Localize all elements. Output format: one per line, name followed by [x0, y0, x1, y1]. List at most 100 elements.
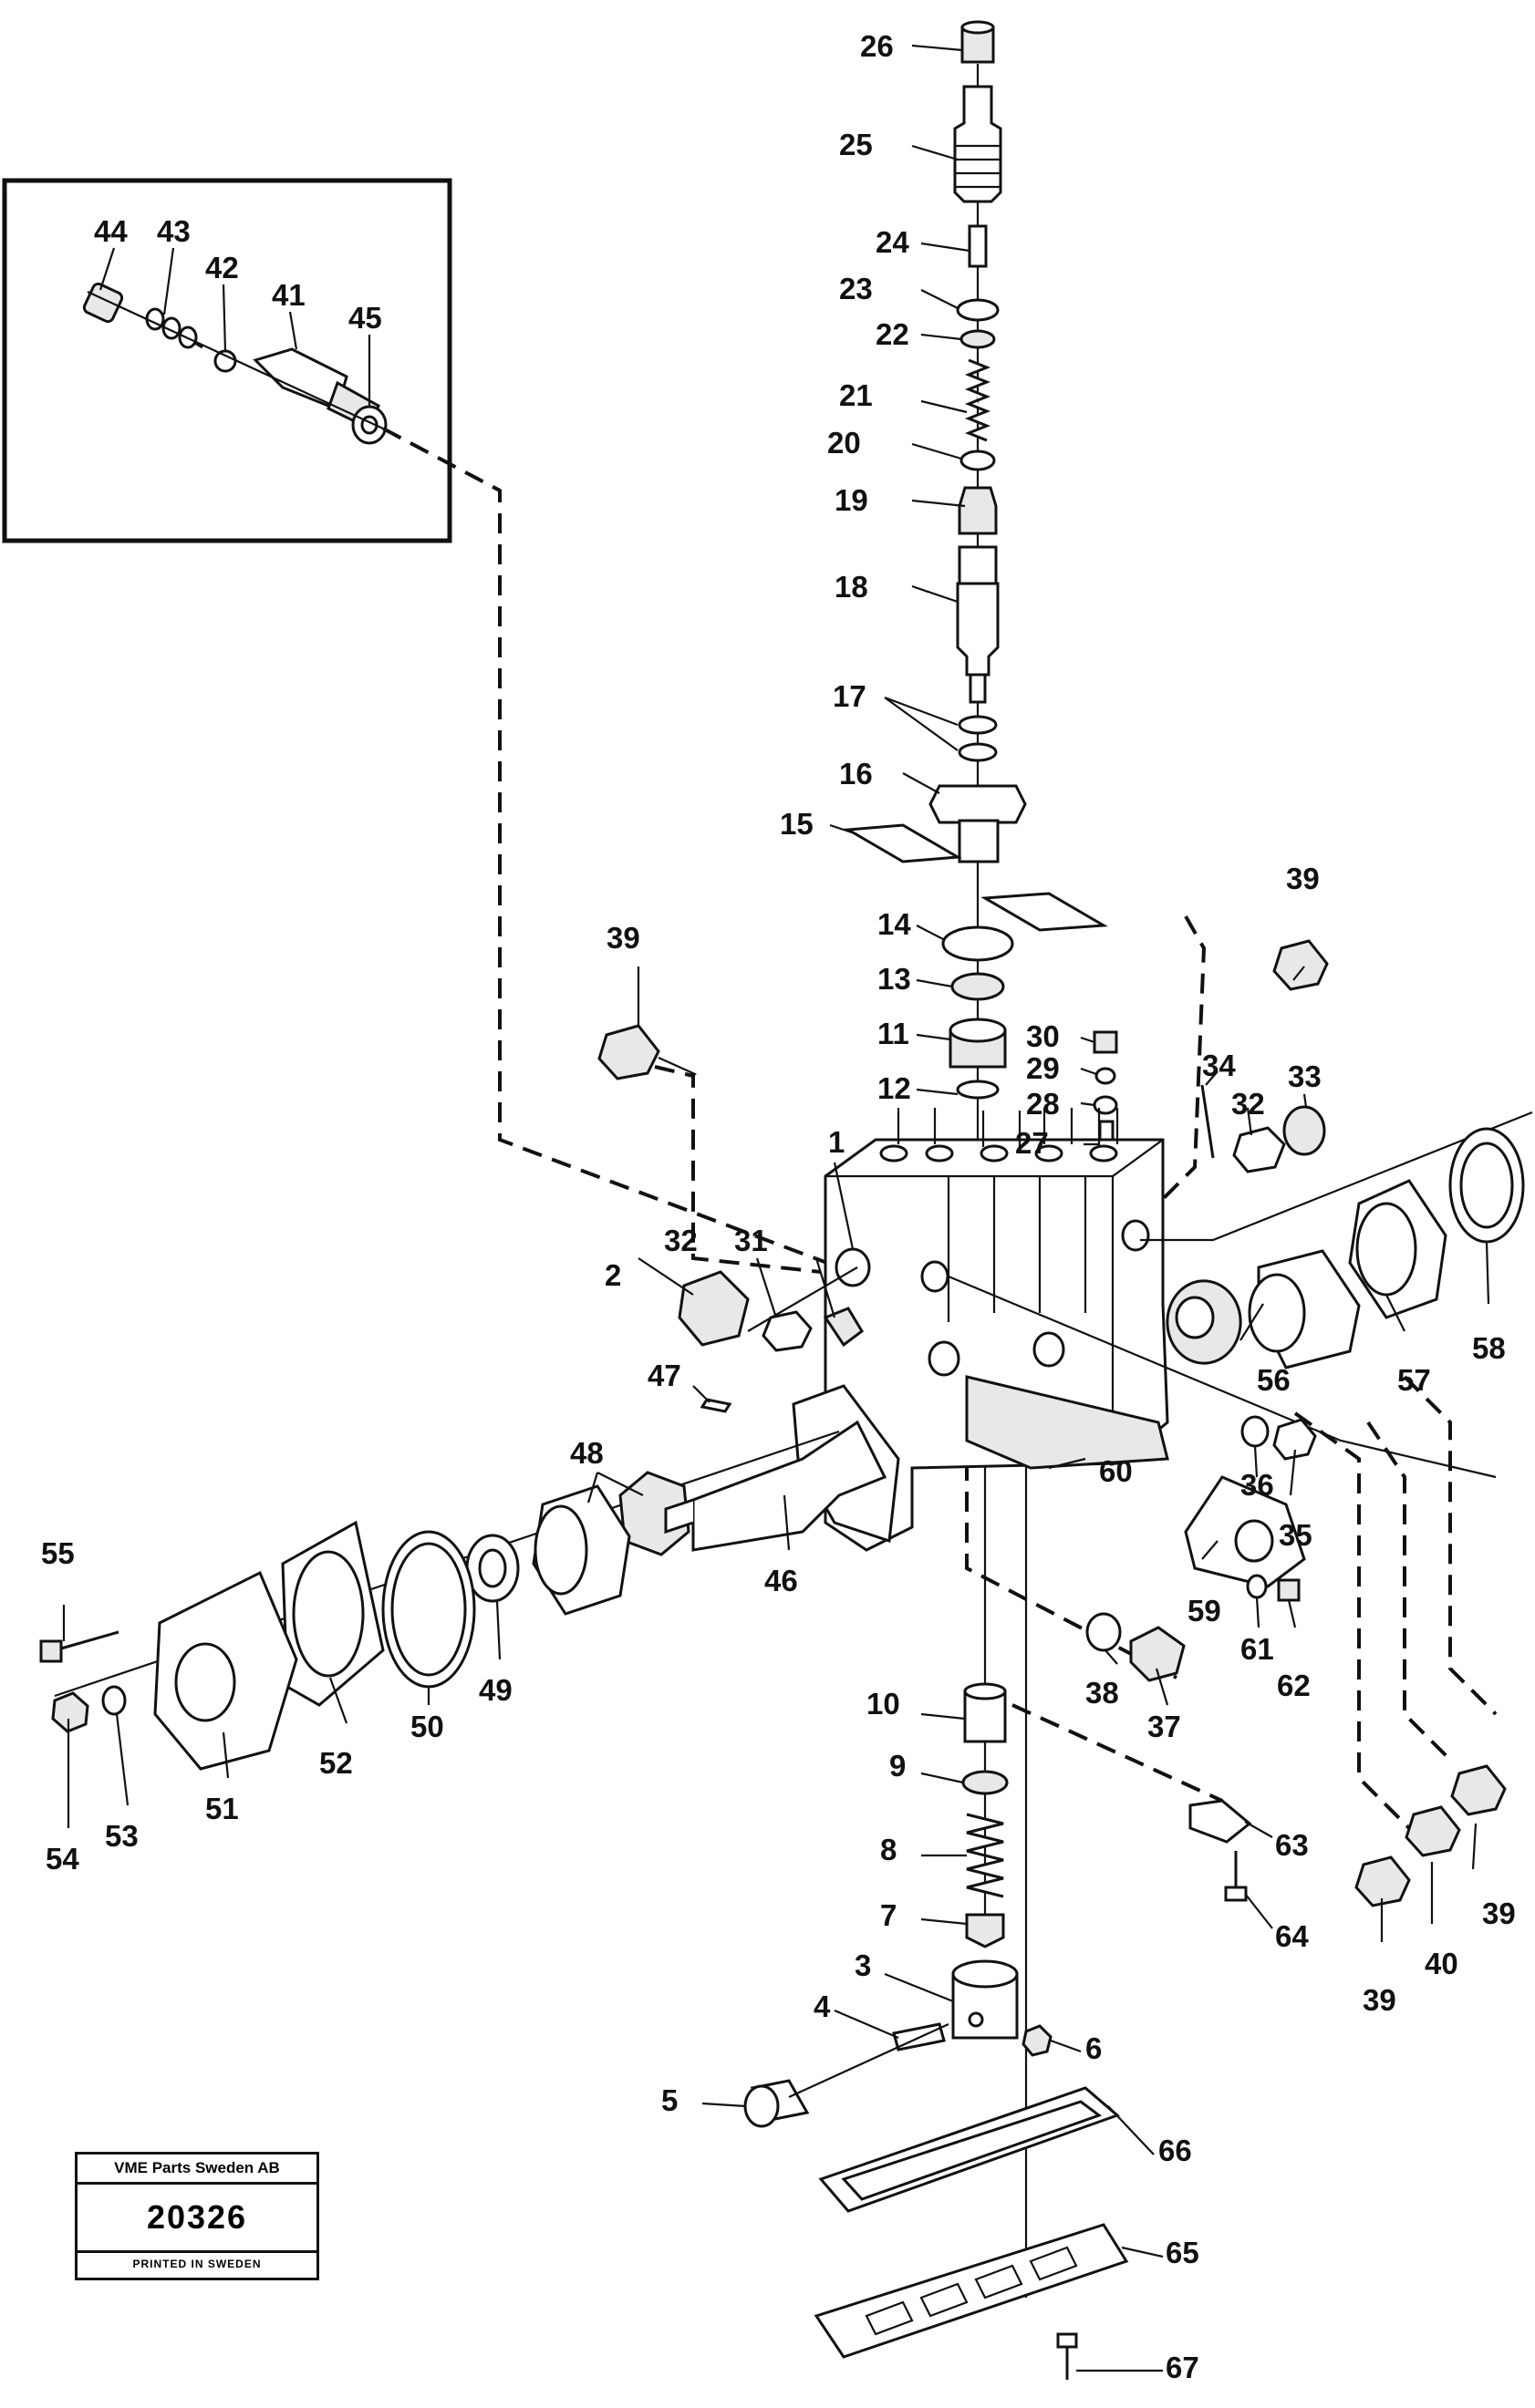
label-12: 12	[877, 1071, 911, 1105]
label-15: 15	[780, 807, 814, 841]
axis-right-upper	[1140, 1111, 1533, 1242]
drawing-number: 20326	[78, 2185, 316, 2253]
label-32-left: 32	[664, 1224, 698, 1257]
part-53	[101, 1685, 127, 1716]
label-49: 49	[479, 1673, 513, 1707]
part-35	[1272, 1418, 1317, 1461]
part-61	[1246, 1574, 1268, 1599]
label-9: 9	[889, 1749, 906, 1783]
part-62	[1277, 1578, 1301, 1602]
label-17: 17	[833, 679, 866, 713]
label-57: 57	[1397, 1363, 1431, 1397]
part-63	[1188, 1799, 1252, 1844]
label-63: 63	[1275, 1828, 1309, 1862]
label-6: 6	[1085, 2031, 1102, 2065]
label-39-left: 39	[607, 921, 640, 955]
part-17a	[958, 715, 998, 735]
label-40: 40	[1425, 1947, 1458, 1980]
label-22: 22	[876, 317, 909, 351]
label-67: 67	[1166, 2351, 1199, 2384]
part-6	[1022, 2024, 1053, 2057]
part-15b	[980, 892, 1108, 932]
company-name: VME Parts Sweden AB	[78, 2155, 316, 2185]
upper-stack	[844, 20, 1108, 1100]
label-7: 7	[880, 1898, 897, 1932]
label-25: 25	[839, 128, 873, 161]
label-42: 42	[205, 251, 239, 284]
label-58: 58	[1472, 1331, 1506, 1365]
part-14	[941, 925, 1014, 962]
part-23	[956, 298, 1000, 322]
part-13	[950, 972, 1005, 1001]
label-16: 16	[839, 757, 873, 791]
part-15a	[844, 823, 962, 863]
part-47	[700, 1398, 732, 1413]
label-61: 61	[1240, 1632, 1274, 1666]
label-39-lower-right: 39	[1482, 1896, 1516, 1930]
part-24	[968, 224, 988, 268]
part-39-lower	[1354, 1855, 1411, 1907]
axis-left-2	[747, 1266, 858, 1332]
label-38: 38	[1085, 1676, 1119, 1710]
label-20: 20	[827, 426, 861, 460]
label-39-top-right: 39	[1286, 862, 1320, 895]
part-25	[953, 85, 1002, 203]
part-28	[1093, 1095, 1118, 1115]
label-64: 64	[1275, 1919, 1309, 1953]
label-48: 48	[570, 1436, 604, 1470]
part-number-stamp: VME Parts Sweden AB 20326 PRINTED IN SWE…	[75, 2152, 319, 2280]
label-62: 62	[1277, 1669, 1311, 1702]
label-35: 35	[1279, 1518, 1312, 1552]
label-39-lower: 39	[1363, 1983, 1396, 2017]
part-17b	[958, 742, 998, 762]
label-56: 56	[1257, 1363, 1291, 1397]
label-4: 4	[814, 1989, 831, 2023]
label-43: 43	[157, 214, 191, 248]
part-18	[958, 545, 998, 585]
part-37	[1129, 1626, 1186, 1682]
label-36: 36	[1240, 1468, 1274, 1502]
label-34: 34	[1202, 1049, 1236, 1082]
label-50: 50	[410, 1710, 444, 1743]
part-21	[964, 358, 991, 442]
part-40	[1405, 1805, 1461, 1857]
left-mid-parts	[39, 1024, 887, 1771]
label-21: 21	[839, 378, 873, 412]
part-22	[959, 329, 996, 349]
label-2: 2	[605, 1258, 621, 1292]
label-55: 55	[41, 1536, 75, 1570]
part-20	[959, 450, 996, 471]
part-labels: 26 25 24 23 22 21 20 19 18 17 16 15 14 1…	[41, 29, 1516, 2384]
part-38	[1085, 1612, 1122, 1652]
part-16	[928, 784, 1027, 824]
label-33: 33	[1288, 1059, 1322, 1093]
leader-lines	[62, 44, 1490, 2372]
inset-leader-lines	[99, 247, 371, 407]
label-29: 29	[1026, 1051, 1060, 1085]
label-66: 66	[1158, 2134, 1192, 2167]
part-65	[814, 2223, 1129, 2359]
detail-inset	[2, 178, 452, 543]
label-11: 11	[877, 1017, 909, 1050]
part-39-lower-right	[1450, 1764, 1507, 1816]
part-12	[956, 1080, 1000, 1100]
printed-note: PRINTED IN SWEDEN	[132, 2258, 262, 2270]
right-parts	[1166, 939, 1525, 1907]
label-52: 52	[319, 1746, 353, 1780]
label-26: 26	[860, 29, 894, 63]
label-32-right: 32	[1231, 1087, 1265, 1121]
lower-stack	[743, 1612, 1186, 2380]
label-28: 28	[1026, 1087, 1060, 1121]
label-27: 27	[1015, 1126, 1049, 1160]
label-37: 37	[1147, 1710, 1181, 1743]
label-65: 65	[1166, 2236, 1199, 2269]
label-47: 47	[648, 1359, 681, 1392]
label-23: 23	[839, 272, 873, 305]
part-33	[1282, 1105, 1326, 1156]
label-54: 54	[46, 1842, 79, 1876]
label-1: 1	[828, 1125, 845, 1159]
label-59: 59	[1188, 1594, 1221, 1628]
part-2	[678, 1270, 750, 1347]
label-10: 10	[866, 1687, 900, 1721]
